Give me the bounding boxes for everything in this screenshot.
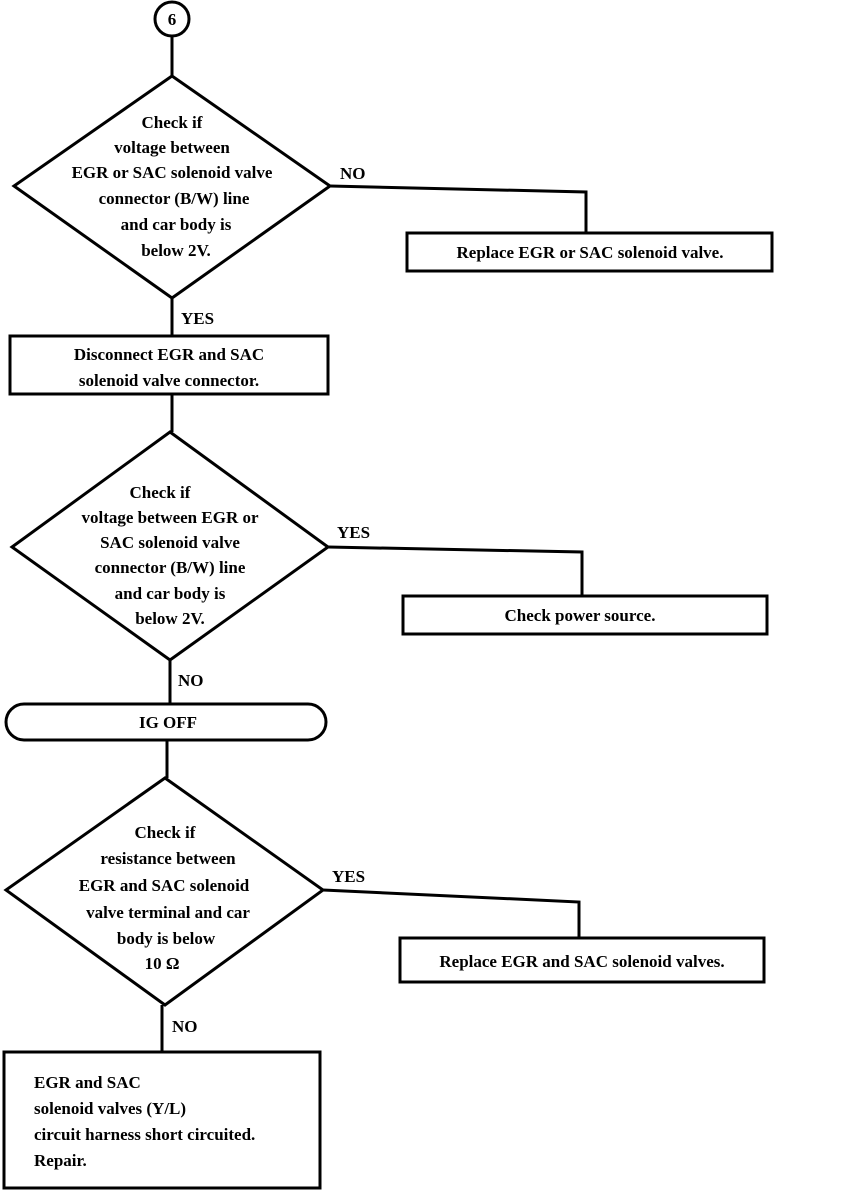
decision-2-line-1: Check if bbox=[130, 483, 191, 502]
disconnect-line-2: solenoid valve connector. bbox=[79, 371, 259, 390]
decision-1-yes-label: YES bbox=[181, 309, 214, 328]
replace-valve-box bbox=[405, 231, 774, 273]
decision-1-no-label: NO bbox=[340, 164, 366, 183]
decision-1-line-2: voltage between bbox=[114, 138, 230, 157]
connector-label: 6 bbox=[168, 10, 177, 29]
ig-off-text: IG OFF bbox=[139, 713, 197, 732]
decision-3-yes-label: YES bbox=[332, 867, 365, 886]
decision-3-line-1: Check if bbox=[135, 823, 196, 842]
check-power-box bbox=[401, 594, 769, 636]
decision-1-line-4: connector (B/W) line bbox=[99, 189, 250, 208]
decision-2-line-6: below 2V. bbox=[135, 609, 205, 628]
replace-valve-text: Replace EGR or SAC solenoid valve. bbox=[457, 243, 724, 262]
decision-2-yes-label: YES bbox=[337, 523, 370, 542]
decision-3-line-3: EGR and SAC solenoid bbox=[79, 876, 250, 895]
repair-box bbox=[2, 1050, 322, 1190]
decision-1-no-line bbox=[329, 184, 588, 234]
decision-3-line-2: resistance between bbox=[100, 849, 236, 868]
decision-2-line-3: SAC solenoid valve bbox=[100, 533, 240, 552]
decision-1-line-1: Check if bbox=[142, 113, 203, 132]
replace-valves-box bbox=[398, 936, 766, 984]
decision-2-no-label: NO bbox=[178, 671, 204, 690]
repair-line-2: solenoid valves (Y/L) bbox=[34, 1099, 186, 1118]
decision-3-no-label: NO bbox=[172, 1017, 198, 1036]
decision-3-diamond bbox=[3, 776, 326, 1007]
decision-3-line-6: 10 Ω bbox=[145, 954, 180, 973]
decision-1-line-6: below 2V. bbox=[141, 241, 211, 260]
replace-valves-text: Replace EGR and SAC solenoid valves. bbox=[439, 952, 724, 971]
decision-3-yes-line bbox=[322, 888, 581, 938]
decision-3-line-4: valve terminal and car bbox=[86, 903, 250, 922]
decision-1-line-5: and car body is bbox=[121, 215, 232, 234]
decision-2-line-5: and car body is bbox=[115, 584, 226, 603]
decision-3-line-5: body is below bbox=[117, 929, 216, 948]
decision-1-line-3: EGR or SAC solenoid valve bbox=[72, 163, 273, 182]
decision-2-line-2: voltage between EGR or bbox=[81, 508, 259, 527]
repair-line-4: Repair. bbox=[34, 1151, 87, 1170]
repair-line-3: circuit harness short circuited. bbox=[34, 1125, 255, 1144]
decision-2-yes-line bbox=[327, 545, 584, 596]
disconnect-line-1: Disconnect EGR and SAC bbox=[74, 345, 264, 364]
check-power-text: Check power source. bbox=[505, 606, 656, 625]
repair-line-1: EGR and SAC bbox=[34, 1073, 141, 1092]
decision-1-diamond bbox=[11, 74, 333, 300]
decision-2-line-4: connector (B/W) line bbox=[95, 558, 246, 577]
disconnect-box bbox=[8, 334, 330, 396]
